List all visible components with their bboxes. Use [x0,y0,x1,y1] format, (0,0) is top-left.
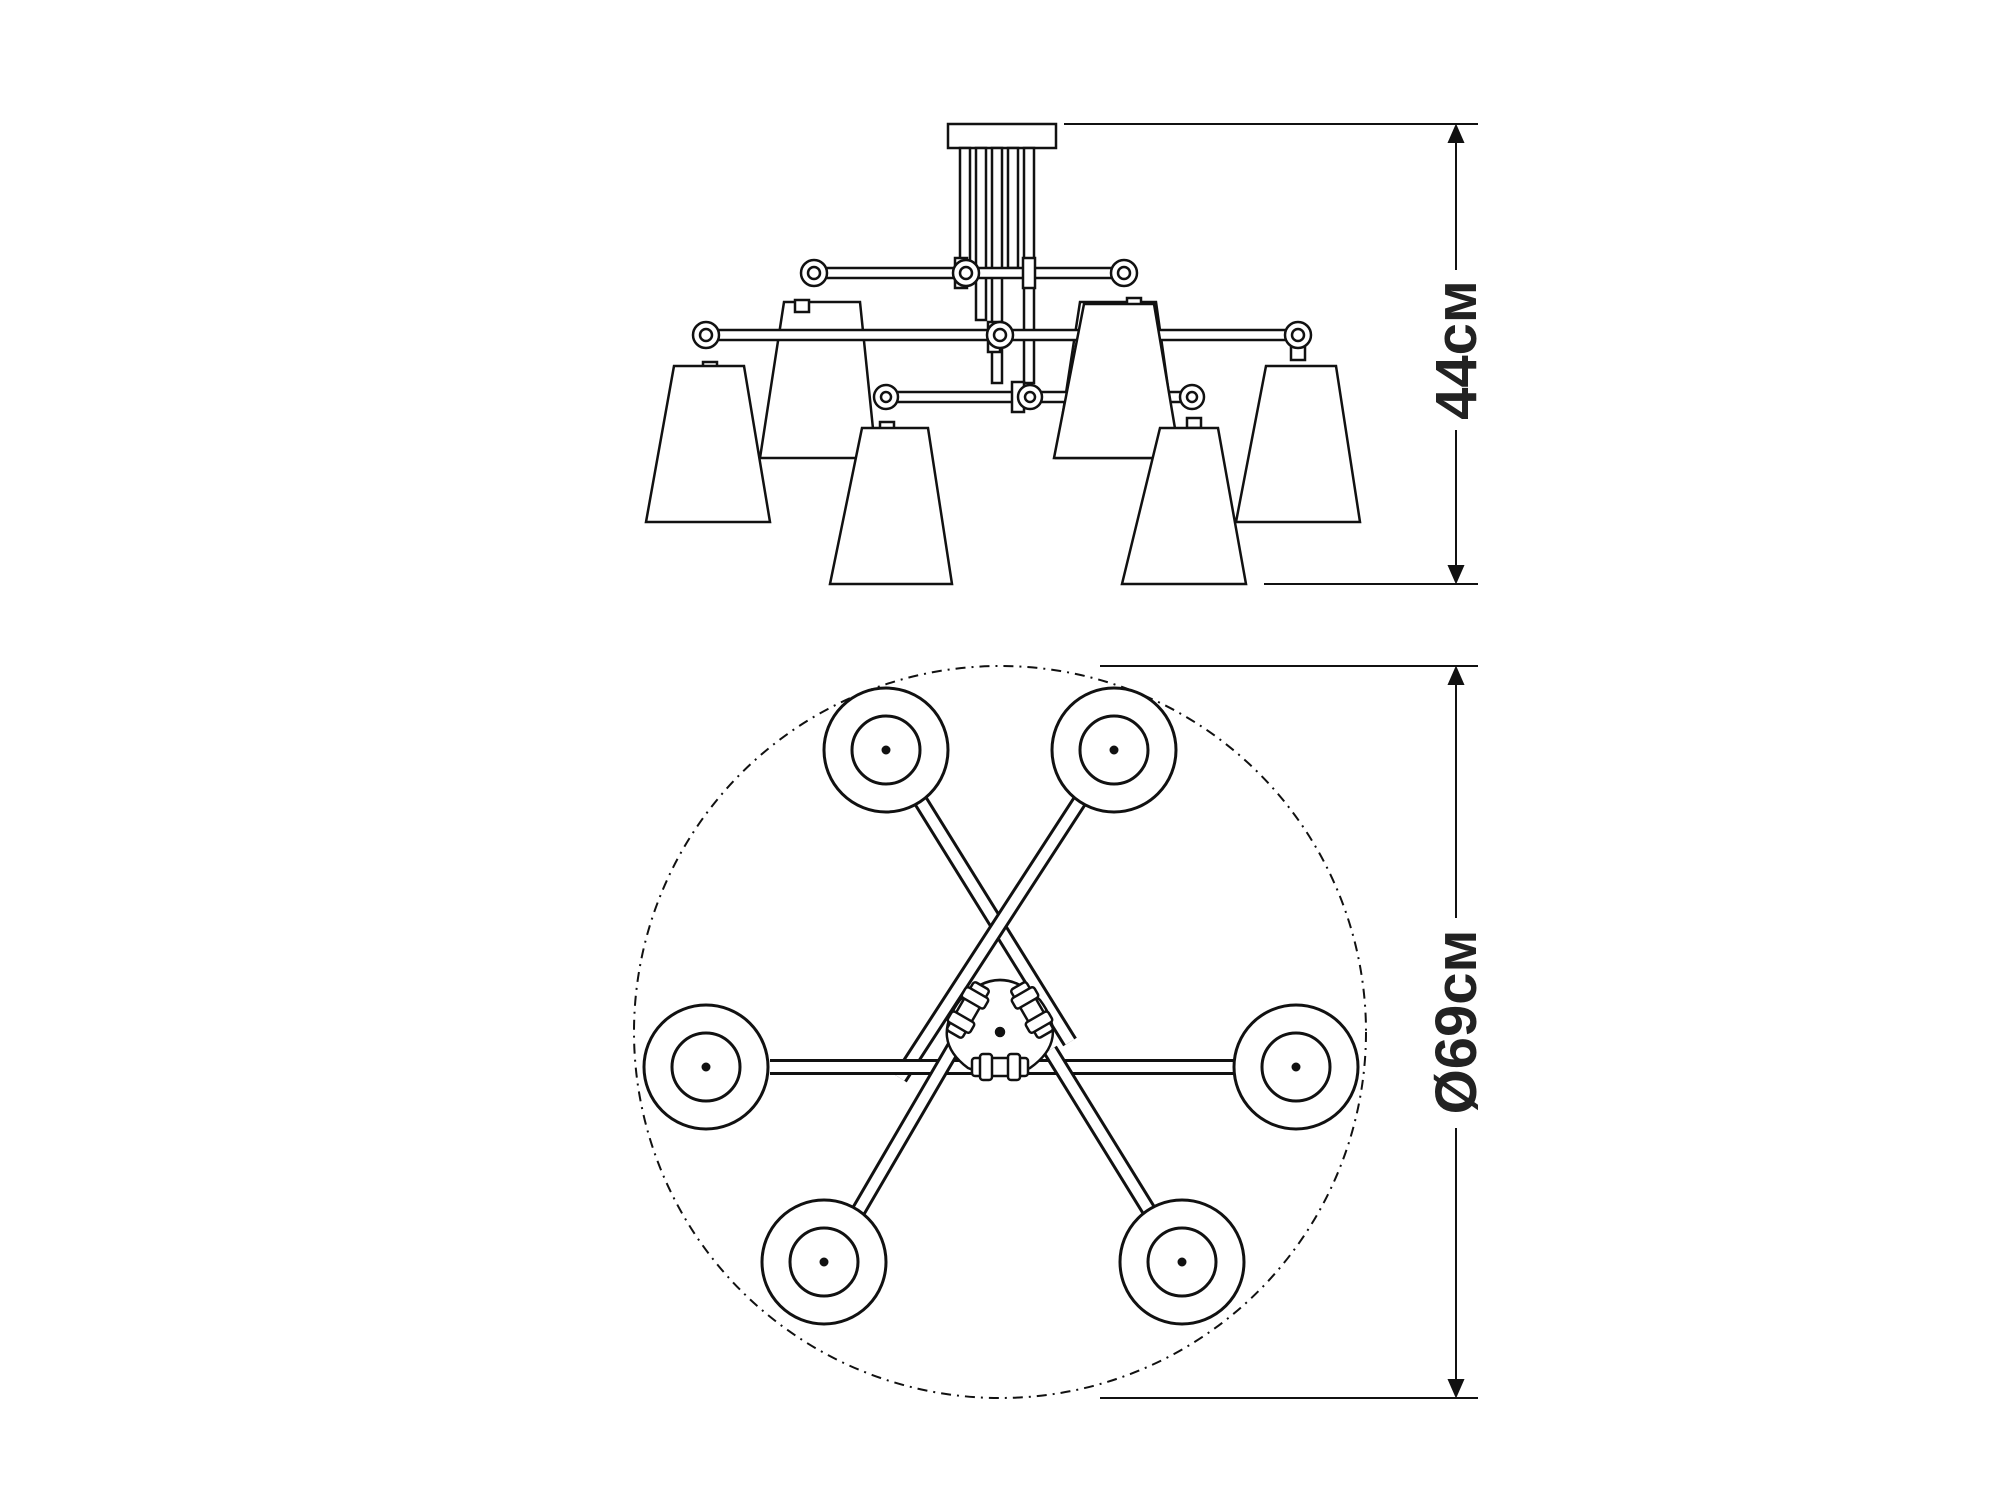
diameter-label: Ø69см [1424,930,1489,1115]
top-shade-right [1232,1003,1360,1131]
top-shades [642,686,1360,1326]
top-arms [770,753,1254,1227]
top-shade-upper-right [1050,686,1178,814]
diameter-dimension [1100,665,1478,1399]
height-dimension [1064,123,1478,585]
ceiling-canopy [946,122,1058,150]
top-shade-lower-right [1118,1198,1246,1326]
diameter-arrow-top [1447,665,1465,685]
diameter-arrow-bottom [1447,1379,1465,1399]
top-shade-upper-left [822,686,950,814]
central-hub [945,978,1055,1082]
lamp-shade-center-left [828,426,954,586]
top-view [633,665,1367,1399]
top-shade-lower-left [760,1198,888,1326]
front-shades [644,302,1362,586]
lamp-shade-center-right [1120,426,1248,586]
diameter-outline-circle [633,665,1367,1399]
height-label: 44см [1424,280,1489,420]
height-arrow-top [1447,123,1465,143]
top-shade-left [642,1003,770,1131]
lamp-shade-right [1234,364,1362,524]
swivel-knobs [691,258,1313,411]
lamp-shade-back-left [758,300,878,460]
side-view [644,122,1362,586]
height-arrow-bottom [1447,565,1465,585]
lamp-shade-left [644,364,772,524]
